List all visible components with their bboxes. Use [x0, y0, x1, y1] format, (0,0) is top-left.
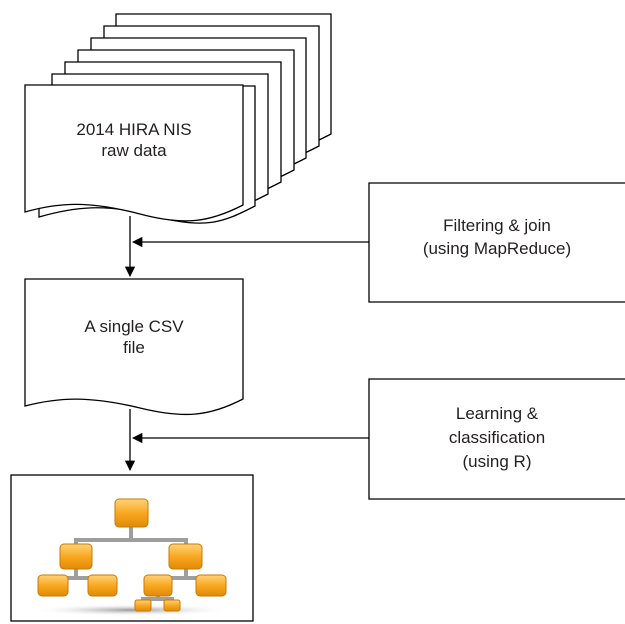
raw-data-document: [24, 84, 244, 222]
tree-node: [195, 574, 227, 597]
process-box-learning: [368, 378, 625, 500]
raw-data-label-line2: raw data: [101, 141, 167, 160]
tree-node: [143, 574, 173, 597]
learning-label-line2: classification: [449, 428, 545, 447]
tree-node: [37, 574, 69, 597]
csv-label-line1: A single CSV: [84, 317, 184, 336]
tree-node: [163, 599, 181, 612]
tree-node-root: [114, 498, 149, 528]
filtering-label-line2: (using MapReduce): [423, 239, 571, 258]
result-box: [10, 474, 254, 622]
learning-label-line1: Learning &: [456, 404, 539, 423]
tree-node: [168, 543, 203, 570]
tree-node: [87, 574, 118, 597]
tree-node: [59, 543, 93, 570]
raw-data-label-line1: 2014 HIRA NIS: [76, 120, 191, 139]
tree-node: [134, 599, 152, 612]
process-box-filtering: [368, 182, 625, 303]
learning-label-line3: (using R): [463, 452, 532, 471]
csv-label-line2: file: [123, 338, 145, 357]
filtering-label-line1: Filtering & join: [443, 216, 551, 235]
decision-tree-icon: [31, 498, 231, 616]
raw-data-document-stack: [24, 13, 332, 224]
csv-file-document: [24, 278, 244, 416]
tree-shadow: [31, 604, 231, 616]
